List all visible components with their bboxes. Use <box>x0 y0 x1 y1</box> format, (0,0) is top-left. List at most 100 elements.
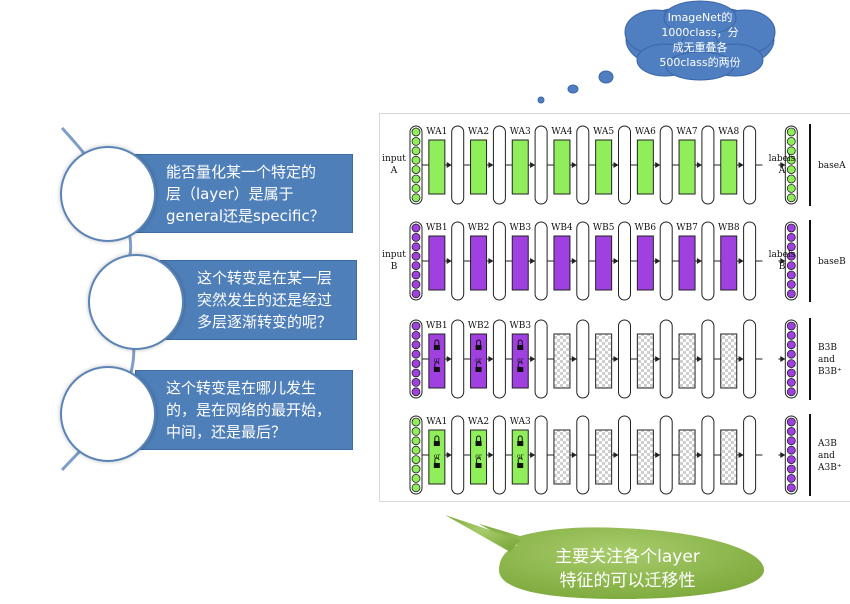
row-0-node-0-5 <box>411 174 421 184</box>
row-1-arrowhead-0 <box>446 258 452 264</box>
row-1-node-9-2 <box>786 242 796 252</box>
lock-icon-shackle <box>517 435 523 441</box>
bubble-line-1: 主要关注各个layer <box>555 547 700 567</box>
row-1-arrowhead-8 <box>780 258 786 264</box>
row-1-layer-column-3 <box>534 221 548 301</box>
row-0-weight-label-6: WA7 <box>677 127 698 137</box>
lock-icon-shackle <box>434 435 440 441</box>
row-2-node-9-2 <box>786 340 796 350</box>
row-3-weight-label-1: WA2 <box>468 417 489 427</box>
question-2-circle <box>88 254 184 350</box>
row-3-layer-column-5 <box>618 415 631 495</box>
row-3-layer-column-7 <box>701 415 715 495</box>
row-3-arrowhead-0 <box>446 452 452 458</box>
lock-icon-shackle <box>517 339 523 345</box>
row-1-node-0-6 <box>411 279 421 289</box>
row-1-layer-column-8 <box>743 221 757 301</box>
question-1-line-3: general还是specific？ <box>166 207 325 225</box>
row-0-layer-column-5 <box>618 125 631 205</box>
row-0-arrowhead-0 <box>446 162 452 168</box>
row-1-right-label-0: labels <box>769 250 796 260</box>
row-0-left-label-1: A <box>390 166 398 176</box>
unlock-icon <box>475 463 482 468</box>
row-3-node-9-5 <box>786 464 796 474</box>
row-1-weight-block-4 <box>595 235 613 291</box>
lock-icon <box>517 441 524 446</box>
row-1-layer-column-2 <box>492 221 506 301</box>
row-3-layer-column-6 <box>659 415 673 495</box>
row-3-arrowhead-1 <box>488 452 494 458</box>
row-3-side-label-0: A3B <box>817 439 837 449</box>
row-3-node-9-6 <box>786 473 796 483</box>
question-2-line-1: 这个转变是在某一层 <box>197 269 333 287</box>
row-0-weight-block-6 <box>678 139 696 195</box>
row-2-node-0-4 <box>411 359 421 369</box>
unlock-icon-shackle <box>517 361 523 367</box>
row-0-left-label-0: input <box>382 154 406 164</box>
row-3-node-9-0 <box>786 417 796 427</box>
row-2-weight-block-0 <box>428 333 446 389</box>
row-0-layer-column-8 <box>743 125 757 205</box>
row-3-weight-block-2 <box>511 429 529 485</box>
row-0-weight-label-4: WA5 <box>593 127 614 137</box>
row-2-arrowhead-4 <box>613 356 619 362</box>
row-1-node-0-7 <box>411 289 421 299</box>
row-0-node-0-2 <box>411 146 421 156</box>
row-0-node-9-2 <box>786 146 796 156</box>
row-1-arrowhead-3 <box>571 258 577 264</box>
row-3-node-0-1 <box>411 426 421 436</box>
row-0-arrowhead-4 <box>613 162 619 168</box>
row-2-node-9-7 <box>786 387 796 397</box>
unlock-icon-shackle <box>434 361 440 367</box>
row-0-weight-label-0: WA1 <box>426 127 447 137</box>
row-2-weight-label-1: WB2 <box>468 321 490 331</box>
row-2-layer-column-3 <box>534 319 548 399</box>
row-1-layer-column-9 <box>784 221 798 301</box>
cloud-line-1: ImageNet的 <box>667 11 733 24</box>
unlock-icon-shackle <box>476 457 482 463</box>
row-0-weight-block-1 <box>470 139 488 195</box>
cloud-line-4: 500class的两份 <box>659 56 741 69</box>
row-0-layer-column-1 <box>451 125 465 205</box>
row-3-arrowhead-6 <box>696 452 702 458</box>
bubble-line-2: 特征的可以迁移性 <box>559 571 696 591</box>
row-3-node-9-7 <box>786 483 796 493</box>
row-0-layer-column-4 <box>576 125 590 205</box>
row-1-weight-block-7 <box>720 235 738 291</box>
row-1-arrowhead-5 <box>655 258 661 264</box>
row-0-node-9-5 <box>786 174 796 184</box>
row-2-weight-block-3 <box>553 333 571 389</box>
row-0-layer-column-6 <box>659 125 673 205</box>
row-1-weight-block-2 <box>511 235 529 291</box>
row-3-weight-block-6 <box>678 429 696 485</box>
row-3-node-0-4 <box>411 455 421 465</box>
bubble-text: 主要关注各个layer 特征的可以迁移性 <box>520 545 735 593</box>
row-3-weight-block-1 <box>470 429 488 485</box>
row-3-node-9-2 <box>786 436 796 446</box>
lock-or-label: or <box>475 357 482 364</box>
row-1-weight-label-7: WB8 <box>718 223 740 233</box>
row-1-weight-label-4: WB5 <box>593 223 615 233</box>
row-0-arrowhead-7 <box>738 162 744 168</box>
row-0-node-0-3 <box>411 155 421 165</box>
row-3-node-0-6 <box>411 473 421 483</box>
row-3-node-9-4 <box>786 455 796 465</box>
row-0-node-0-1 <box>411 136 421 146</box>
row-0-weight-label-1: WA2 <box>468 127 489 137</box>
row-1-arrowhead-6 <box>696 258 702 264</box>
lock-icon <box>433 441 440 446</box>
row-2-node-0-7 <box>411 387 421 397</box>
row-2-layer-column-4 <box>576 319 590 399</box>
row-2-layer-column-2 <box>492 319 506 399</box>
row-2-arrowhead-3 <box>571 356 577 362</box>
row-3-arrowhead-5 <box>655 452 661 458</box>
lock-or-label: or <box>434 357 441 364</box>
row-0-arrowhead-1 <box>488 162 494 168</box>
row-0-arrowhead-6 <box>696 162 702 168</box>
row-3-weight-block-3 <box>553 429 571 485</box>
row-2-side-label-1: and <box>818 355 835 365</box>
row-1-node-0-0 <box>411 223 421 233</box>
question-2-line-2: 突然发生的还是经过 <box>197 291 333 309</box>
row-0-side-label-0: baseA <box>818 161 846 171</box>
row-2-node-9-3 <box>786 349 796 359</box>
